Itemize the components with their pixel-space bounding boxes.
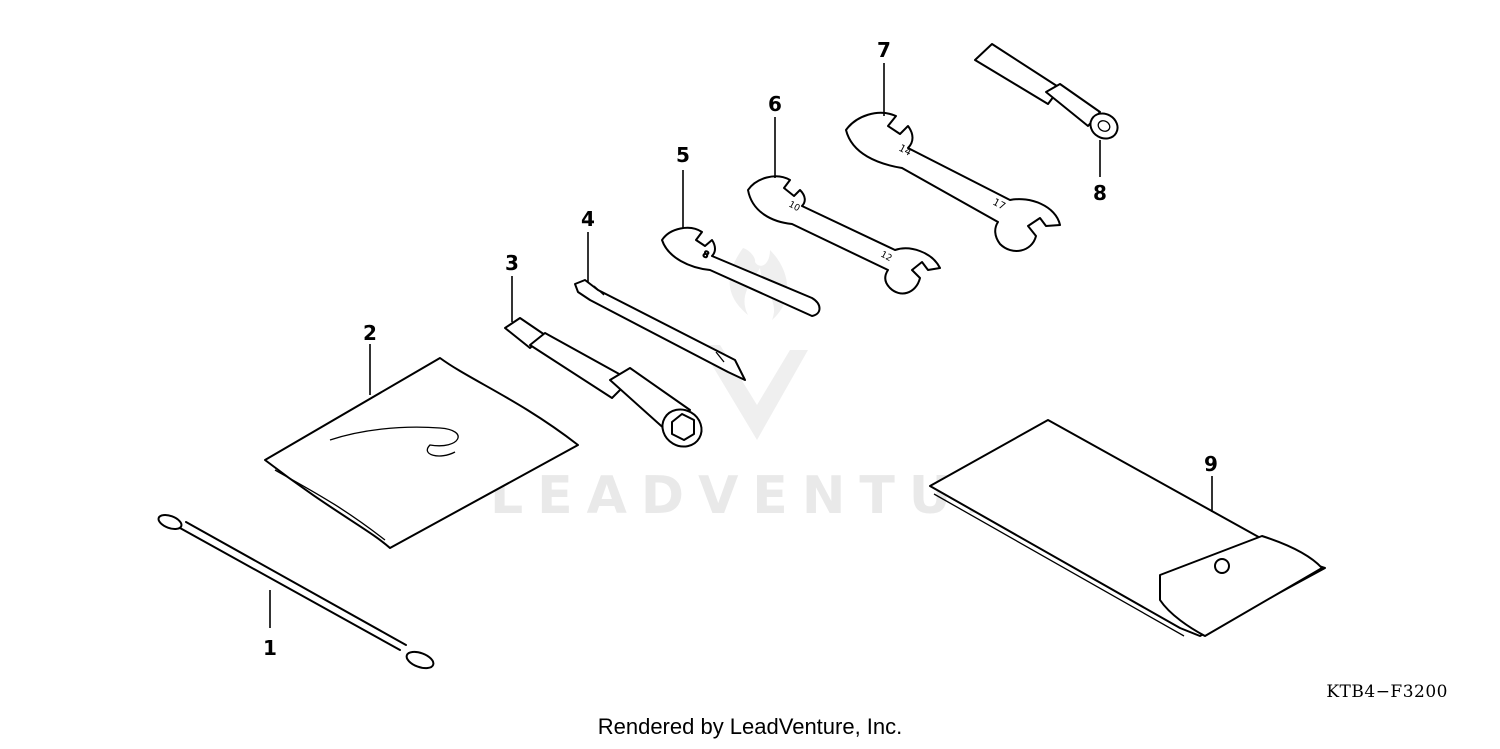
callout-7: 7 (877, 38, 891, 62)
part-1-wire: 1 (157, 514, 435, 670)
part-6-wrench-10-12: 10 12 6 (747, 92, 941, 295)
callout-1: 1 (263, 636, 277, 660)
part-8-socket-driver: 8 (974, 43, 1119, 205)
size-mark-14: 14 (897, 143, 913, 159)
callout-5: 5 (676, 143, 690, 167)
part-3-plug-wrench: 3 (504, 251, 703, 448)
size-mark-17: 17 (991, 197, 1007, 213)
part-2-bag: 2 (264, 321, 579, 549)
footer-credit: Rendered by LeadVenture, Inc. (597, 714, 903, 739)
callout-4: 4 (581, 207, 595, 231)
size-mark-10: 10 (787, 200, 802, 214)
part-4-screwdriver: 4 (574, 207, 746, 381)
diagram-reference-code: KTB4−F3200 (1326, 682, 1448, 702)
callout-3: 3 (505, 251, 519, 275)
callout-9: 9 (1204, 452, 1218, 476)
part-9-tool-bag: 9 (929, 419, 1326, 637)
part-7-wrench-14-17: 14 17 7 (845, 38, 1061, 252)
callout-6: 6 (768, 92, 782, 116)
callout-2: 2 (363, 321, 377, 345)
part-5-wrench-8: 8 5 (661, 143, 821, 317)
size-mark-8: 8 (701, 250, 711, 262)
callout-8: 8 (1093, 181, 1107, 205)
size-mark-12: 12 (879, 250, 894, 264)
